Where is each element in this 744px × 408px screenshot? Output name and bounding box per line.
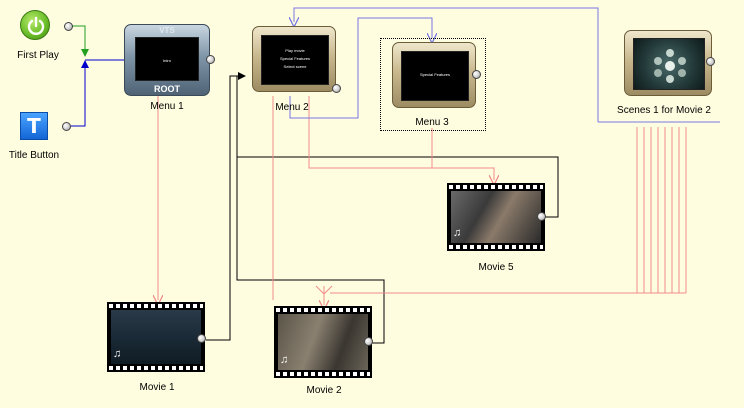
movie5-output-port[interactable] [537,212,546,221]
movie1-node[interactable]: ♫ [107,302,205,372]
wire-title-button [71,59,124,127]
menu2-output-port[interactable] [332,84,341,93]
movie1-output-port[interactable] [197,334,206,343]
music-note-icon: ♫ [113,348,122,360]
menu2-screen-line-2: Special Features [279,56,310,61]
movie5-label: Movie 5 [478,262,514,273]
movie2-node[interactable]: ♫ [274,306,372,378]
title-button-output-port[interactable] [62,122,71,131]
movie5-node[interactable]: ♫ [447,183,545,251]
title-button-label: Title Button [8,150,60,161]
movie2-thumbnail [278,314,368,370]
first-play-label: First Play [17,50,59,61]
first-play-output-port[interactable] [64,22,73,31]
menu3-selection-box [380,38,486,131]
menu3-screen: Special Features [401,51,469,101]
menu3-node[interactable]: Special Features [392,42,476,108]
wire-first-play [71,25,89,57]
menu1-vts-label: VTS [159,26,175,35]
movie1-thumbnail [111,310,201,364]
scene-menu-thumbnail [633,38,705,90]
menu1-screen: Intro [135,37,199,81]
menu2-screen: Play movie Special Features Select scene [261,35,329,85]
menu1-output-port[interactable] [206,55,215,64]
movie5-thumbnail [451,191,541,243]
music-note-icon: ♫ [280,354,289,366]
menu2-screen-line-1: Play movie [285,48,305,53]
scenes-label: Scenes 1 for Movie 2 [617,105,711,116]
movie2-output-port[interactable] [364,337,373,346]
title-t-icon[interactable]: T [20,112,48,140]
movie2-label: Movie 2 [306,385,342,396]
power-play-icon [20,10,50,40]
movie1-label: Movie 1 [139,382,175,393]
menu3-output-port[interactable] [472,70,481,79]
menu3-screen-text: Special Features [419,72,450,77]
menu3-label: Menu 3 [415,117,449,128]
menu2-label: Menu 2 [275,102,309,113]
menu2-node[interactable]: Play movie Special Features Select scene [252,26,336,92]
menu1-screen-text: Intro [162,58,171,63]
first-play-node[interactable] [20,10,60,50]
menu1-root-label: ROOT [154,84,180,94]
music-note-icon: ♫ [453,227,462,239]
scenes-output-port[interactable] [706,57,715,66]
menu2-screen-line-3: Select scene [283,64,307,69]
menu1-node[interactable]: VTS Intro ROOT [124,24,210,96]
menu1-label: Menu 1 [150,101,184,112]
scenes-node[interactable] [624,30,712,96]
wire-movie1-menu2 [206,72,246,341]
